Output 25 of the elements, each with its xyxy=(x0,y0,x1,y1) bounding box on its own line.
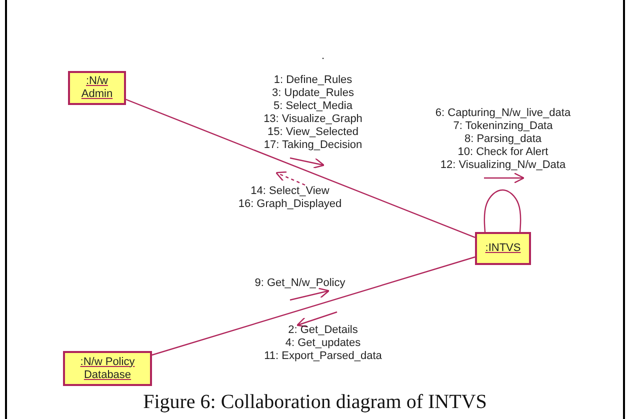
object-box: :INTVS xyxy=(475,232,531,265)
object-box: :N/w Policy Database xyxy=(63,351,152,386)
message-label: 9: Get_N/w_Policy xyxy=(254,277,346,290)
figure-caption: Figure 6: Collaboration diagram of INTVS xyxy=(142,391,488,414)
message-label: 14: Select_View xyxy=(250,185,330,198)
link-line xyxy=(152,256,476,356)
message-label: 2: Get_Details xyxy=(288,324,358,337)
message-label: 5: Select_Media xyxy=(274,100,352,113)
message-label: 16: Graph_Displayed xyxy=(238,198,342,211)
dot-mark: . xyxy=(321,50,325,63)
message-label: 12: Visualizing_N/w_Data xyxy=(440,159,566,172)
message-label: 17: Taking_Decision xyxy=(264,139,362,152)
message-label: 1: Define_Rules xyxy=(274,74,352,87)
message-label: 3: Update_Rules xyxy=(272,87,354,100)
self-link xyxy=(484,189,522,232)
object-box: :N/w Admin xyxy=(68,71,126,105)
message-label: 11: Export_Parsed_data xyxy=(264,350,382,363)
message-label: 10: Check for Alert xyxy=(458,146,548,159)
message-label: 6: Capturing_N/w_live_data xyxy=(435,107,571,120)
message-label: 15: View_Selected xyxy=(268,126,358,139)
message-label: 13: Visualize_Graph xyxy=(264,113,362,126)
link-line xyxy=(126,98,476,238)
message-label: 7: Tokeninzing_Data xyxy=(453,120,553,133)
message-label: 4: Get_updates xyxy=(285,337,361,350)
message-label: 8: Parsing_data xyxy=(464,133,542,146)
